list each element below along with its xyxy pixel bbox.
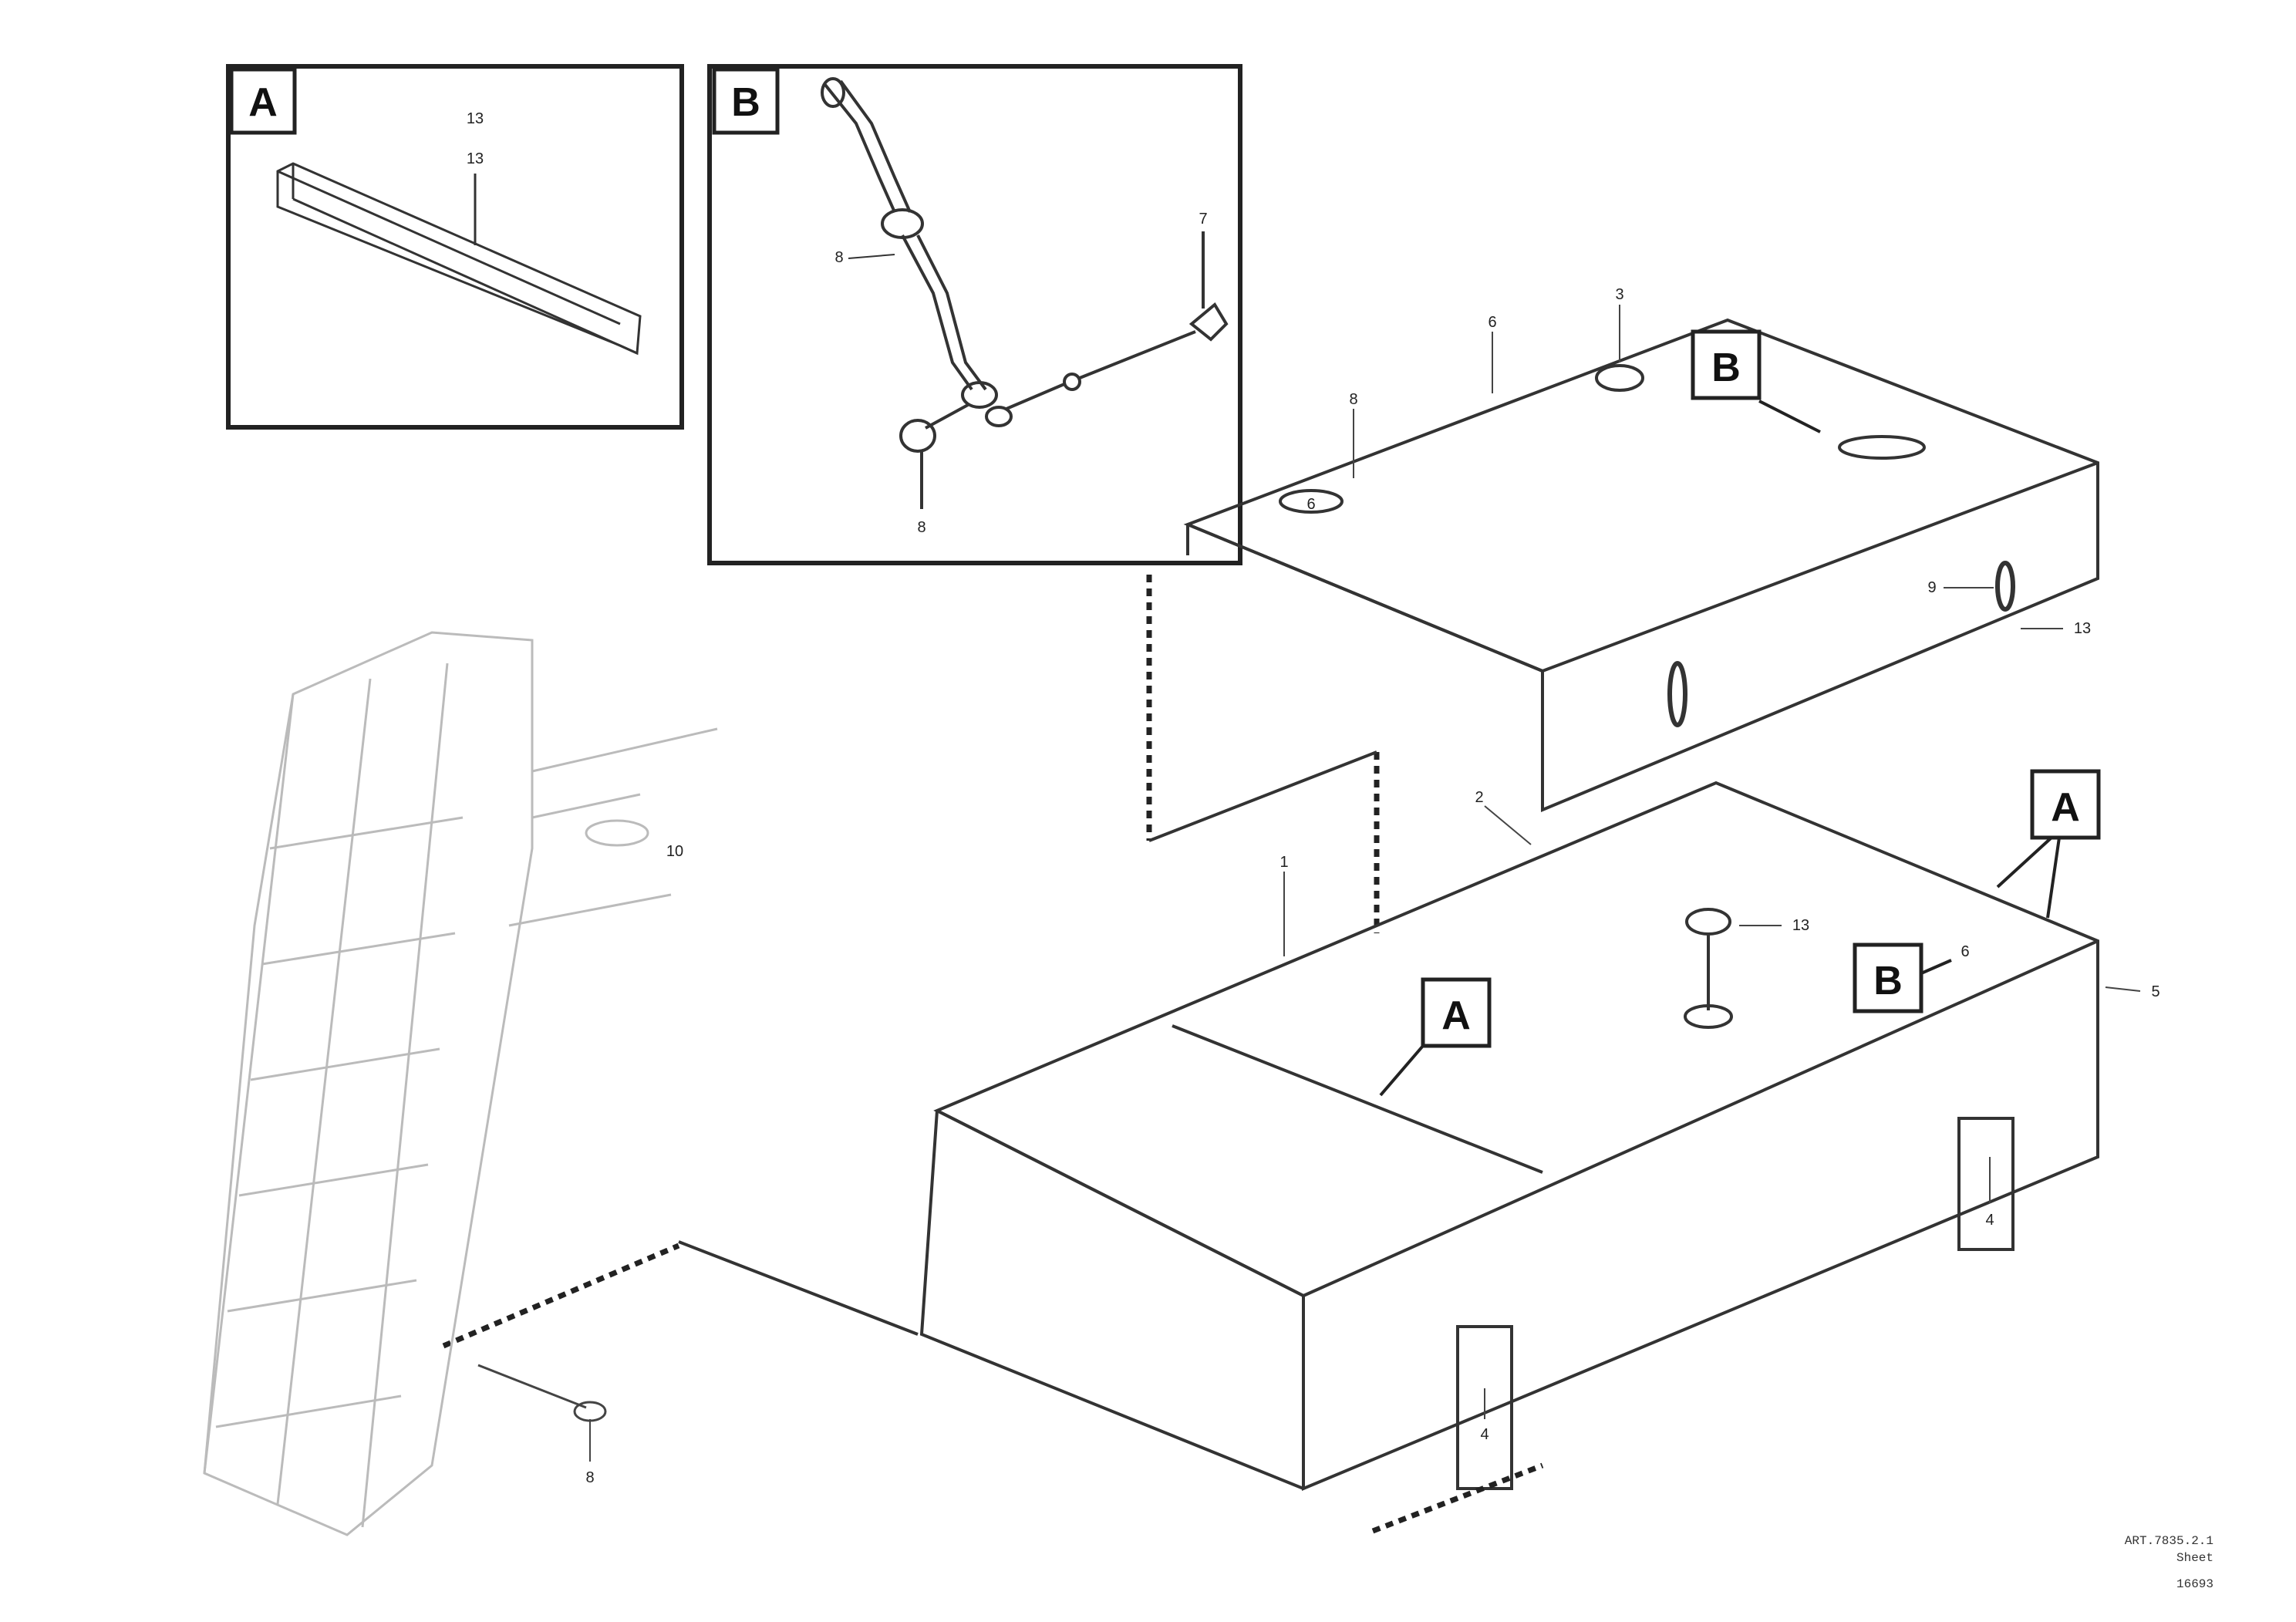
callout-c14: 8 bbox=[585, 1469, 594, 1486]
detail-a-callout-1: 13 bbox=[467, 110, 484, 127]
callout-c3: 8 bbox=[1349, 391, 1357, 408]
reference-code: ART.7835.2.1 Sheet 16693 bbox=[2125, 1534, 2213, 1591]
detail-a-frame bbox=[226, 64, 684, 430]
callout-c11: 5 bbox=[2151, 983, 2159, 1000]
callout-c8: 1 bbox=[1279, 854, 1288, 871]
callout-c12: 4 bbox=[1985, 1212, 1994, 1229]
callout-c6: 13 bbox=[2074, 620, 2091, 637]
callout-c7: 2 bbox=[1475, 789, 1483, 806]
ref-line-2: Sheet bbox=[2176, 1551, 2213, 1565]
svg-text:A: A bbox=[2051, 785, 2080, 830]
detail-view-b: B 8 7 8 bbox=[707, 64, 1242, 565]
strap-line bbox=[678, 1240, 919, 1336]
detail-a-letter: A bbox=[248, 80, 278, 125]
detail-b-callout-3: 8 bbox=[917, 519, 925, 536]
marker-b-mid: B bbox=[1853, 943, 1952, 1013]
callout-c9: 13 bbox=[1792, 917, 1809, 934]
bracket-line bbox=[1148, 750, 1377, 842]
ref-line-3: 16693 bbox=[2176, 1577, 2213, 1591]
detail-b-callout-2: 7 bbox=[1199, 211, 1207, 228]
svg-text:B: B bbox=[1711, 346, 1741, 390]
dashed-bottom bbox=[442, 1243, 1544, 1534]
callouts bbox=[589, 305, 2141, 1462]
dashed-connector bbox=[1146, 575, 1380, 933]
callout-c4: 6 bbox=[1306, 496, 1315, 513]
detail-b-letter: B bbox=[731, 80, 760, 125]
hose-assembly bbox=[821, 77, 1229, 509]
ref-line-1: ART.7835.2.1 bbox=[2125, 1534, 2213, 1548]
callout-c2: 6 bbox=[1488, 314, 1496, 331]
detail-b-frame bbox=[707, 64, 1242, 565]
callout-c1: 3 bbox=[1615, 286, 1623, 303]
callout-c5: 9 bbox=[1927, 579, 1936, 596]
detail-a-label-box bbox=[229, 67, 297, 135]
detail-a-callout-2: 13 bbox=[467, 150, 484, 167]
detail-view-a: A 13 13 bbox=[226, 64, 684, 430]
svg-text:A: A bbox=[1441, 993, 1471, 1038]
marker-a-mid: A bbox=[1379, 977, 1492, 1097]
marker-b-top: B bbox=[1691, 329, 1821, 433]
detail-b-callout-1: 8 bbox=[834, 249, 843, 266]
bolt-lower-leader bbox=[477, 1364, 587, 1409]
callout-c10: 6 bbox=[1961, 943, 1969, 960]
svg-text:B: B bbox=[1873, 959, 1903, 1003]
callout-c13: 4 bbox=[1480, 1426, 1489, 1443]
strip-part bbox=[276, 162, 642, 356]
callout-c15: 10 bbox=[666, 843, 683, 860]
detail-b-label-box bbox=[712, 67, 780, 135]
lower-tank bbox=[919, 781, 2099, 1492]
ladder bbox=[203, 631, 718, 1536]
upper-tank bbox=[1183, 318, 2099, 812]
marker-a-right: A bbox=[1996, 769, 2101, 919]
